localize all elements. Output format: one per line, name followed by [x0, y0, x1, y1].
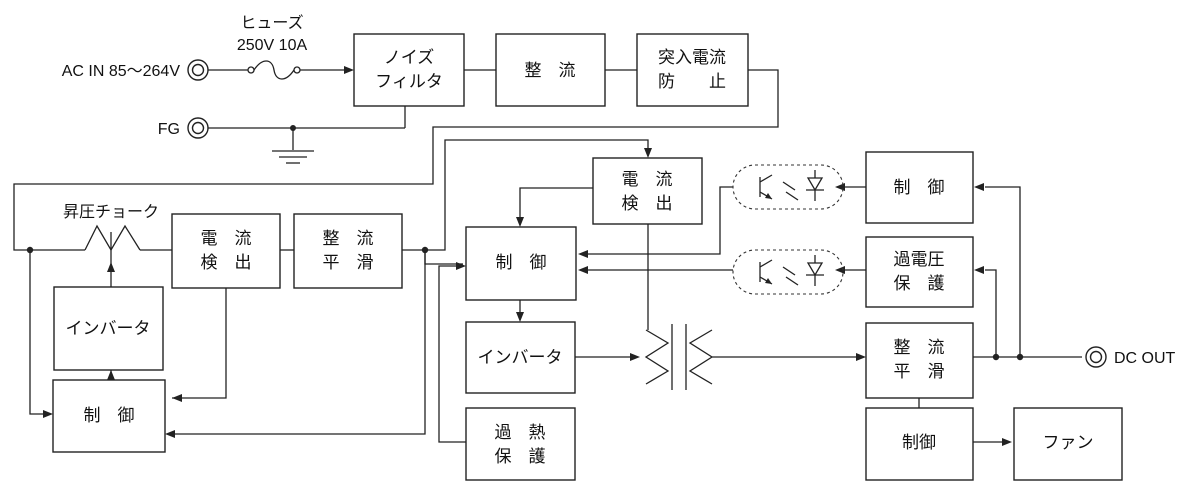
block-inverter-left-line1: インバータ	[66, 319, 151, 339]
block-current-detect-left-line1: 電 流	[201, 229, 252, 249]
block-smooth-right-line2: 平 滑	[894, 362, 945, 382]
block-smooth-right-line1: 整 流	[894, 338, 945, 358]
block-overheat-line1: 過 熱	[495, 423, 546, 443]
block-inrush-prevention: 突入電流 防 止	[636, 33, 749, 107]
block-rectify-top: 整 流	[495, 33, 606, 107]
block-inrush-line2: 防 止	[658, 72, 726, 92]
block-smooth-left-line1: 整 流	[323, 229, 374, 249]
block-control-fan: 制御	[865, 407, 974, 481]
block-control-mid: 制 御	[465, 226, 577, 301]
fuse-icon	[247, 60, 301, 80]
block-overvoltage-protection: 過電圧 保 護	[865, 236, 974, 308]
label-fg: FG	[158, 121, 180, 138]
terminal-fg-icon	[187, 117, 209, 139]
block-overheat-protection: 過 熱 保 護	[465, 407, 576, 481]
boost-choke-icon	[84, 224, 141, 262]
block-smooth-left-line2: 平 滑	[323, 253, 374, 273]
optocoupler-2-icon	[732, 249, 844, 295]
block-noise-filter: ノイズ フィルタ	[353, 33, 465, 107]
junction-dots	[26, 125, 1024, 361]
block-inverter-mid: インバータ	[465, 321, 576, 394]
block-overvoltage-line1: 過電圧	[894, 250, 945, 270]
block-smooth-right: 整 流 平 滑	[865, 322, 974, 399]
label-ac-in: AC IN 85〜264V	[62, 63, 181, 80]
terminal-ac-in-icon	[187, 59, 209, 81]
block-current-detect-left-line2: 検 出	[201, 253, 252, 273]
block-control-mid-line1: 制 御	[496, 253, 547, 273]
label-boost-choke: 昇圧チョーク	[63, 203, 159, 221]
label-dc-out: DC OUT	[1114, 350, 1176, 367]
block-control-right: 制 御	[865, 151, 974, 224]
block-overvoltage-line2: 保 護	[894, 274, 945, 294]
block-noise-filter-line2: フィルタ	[375, 72, 443, 92]
block-inverter-mid-line1: インバータ	[478, 348, 563, 368]
block-rectify-top-line1: 整 流	[525, 61, 576, 81]
block-fan-line1: ファン	[1043, 433, 1094, 453]
optocoupler-1-icon	[732, 164, 844, 210]
ground-icon	[272, 150, 314, 164]
block-fan: ファン	[1013, 407, 1123, 481]
terminal-dc-out-icon	[1085, 346, 1107, 368]
block-overheat-line2: 保 護	[495, 447, 546, 467]
block-current-detect-mid-line1: 電 流	[622, 170, 673, 190]
block-current-detect-mid-line2: 検 出	[622, 194, 673, 214]
block-current-detect-mid: 電 流 検 出	[592, 157, 703, 225]
block-smooth-left: 整 流 平 滑	[293, 213, 403, 289]
block-control-right-line1: 制 御	[894, 178, 945, 198]
block-inverter-left: インバータ	[53, 286, 164, 371]
block-noise-filter-line1: ノイズ	[384, 48, 435, 68]
block-control-fan-line1: 制御	[902, 433, 936, 453]
block-inrush-line1: 突入電流	[658, 48, 726, 68]
label-fuse: ヒューズ	[240, 14, 303, 32]
block-current-detect-left: 電 流 検 出	[171, 213, 281, 289]
label-fuse-rating: 250V 10A	[237, 37, 308, 54]
transformer-icon	[644, 324, 714, 390]
block-control-left: 制 御	[52, 379, 166, 453]
wires	[13, 69, 1082, 443]
block-control-left-line1: 制 御	[84, 406, 135, 426]
